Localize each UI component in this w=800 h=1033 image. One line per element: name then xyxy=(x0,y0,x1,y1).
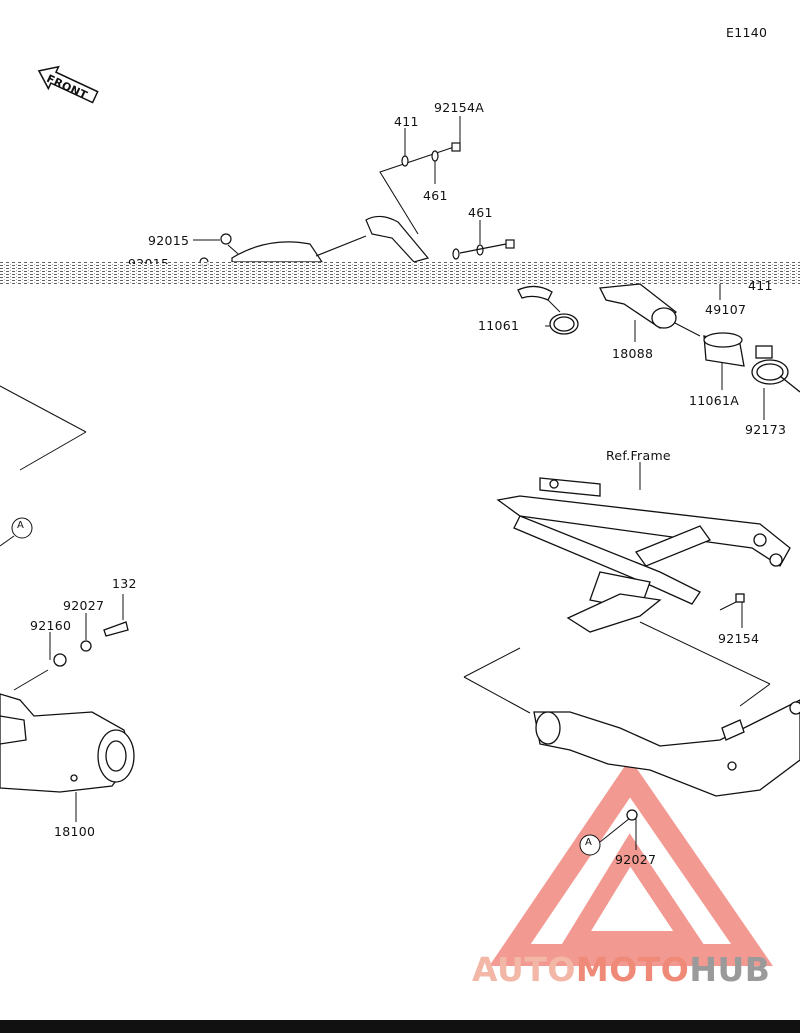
muffler-left xyxy=(0,621,135,793)
part-label-132: 132 xyxy=(112,576,137,591)
circle-a-left-label: A xyxy=(17,520,25,531)
muffler-right xyxy=(533,699,800,821)
exhaust-pipe-parts xyxy=(517,283,800,393)
part-label-11061A: 11061A xyxy=(689,393,740,408)
part-label-18100: 18100 xyxy=(54,824,96,839)
scan-noise-band xyxy=(0,262,800,284)
part-label-92173: 92173 xyxy=(745,422,787,437)
part-label-49107: 49107 xyxy=(705,302,747,317)
watermark-logo xyxy=(489,758,773,966)
diagram-code: E1140 xyxy=(726,25,768,40)
watermark-part1: AUTO xyxy=(472,950,576,989)
circle-a-right-label: A xyxy=(585,837,593,848)
part-label-92160: 92160 xyxy=(30,618,72,633)
part-label-18088: 18088 xyxy=(612,346,654,361)
frame-structure xyxy=(496,477,791,633)
part-label-411-right: 411 xyxy=(748,278,773,293)
part-label-92015: 92015 xyxy=(148,233,190,248)
part-label-11061: 11061 xyxy=(478,318,520,333)
part-label-92015-cut: 92015 xyxy=(128,256,170,264)
part-label-92027-right: 92027 xyxy=(615,852,657,867)
watermark-part3: HUB xyxy=(689,950,771,989)
part-label-411-top: 411 xyxy=(394,114,419,129)
part-label-461-top: 461 xyxy=(423,188,448,203)
part-label-461-mid: 461 xyxy=(468,205,493,220)
watermark-text: AUTOMOTOHUB xyxy=(472,950,770,989)
reference-a-circles xyxy=(0,517,601,856)
part-label-92154: 92154 xyxy=(718,631,760,646)
bottom-bar xyxy=(0,1020,800,1033)
heat-shield xyxy=(231,215,430,263)
washers-bolts xyxy=(199,142,515,267)
part-label-92154A: 92154A xyxy=(434,100,485,115)
front-arrow-icon xyxy=(37,65,99,104)
ref-frame-label: Ref.Frame xyxy=(606,448,671,463)
watermark-part2: MOTO xyxy=(575,950,690,989)
part-label-92027-left: 92027 xyxy=(63,598,105,613)
